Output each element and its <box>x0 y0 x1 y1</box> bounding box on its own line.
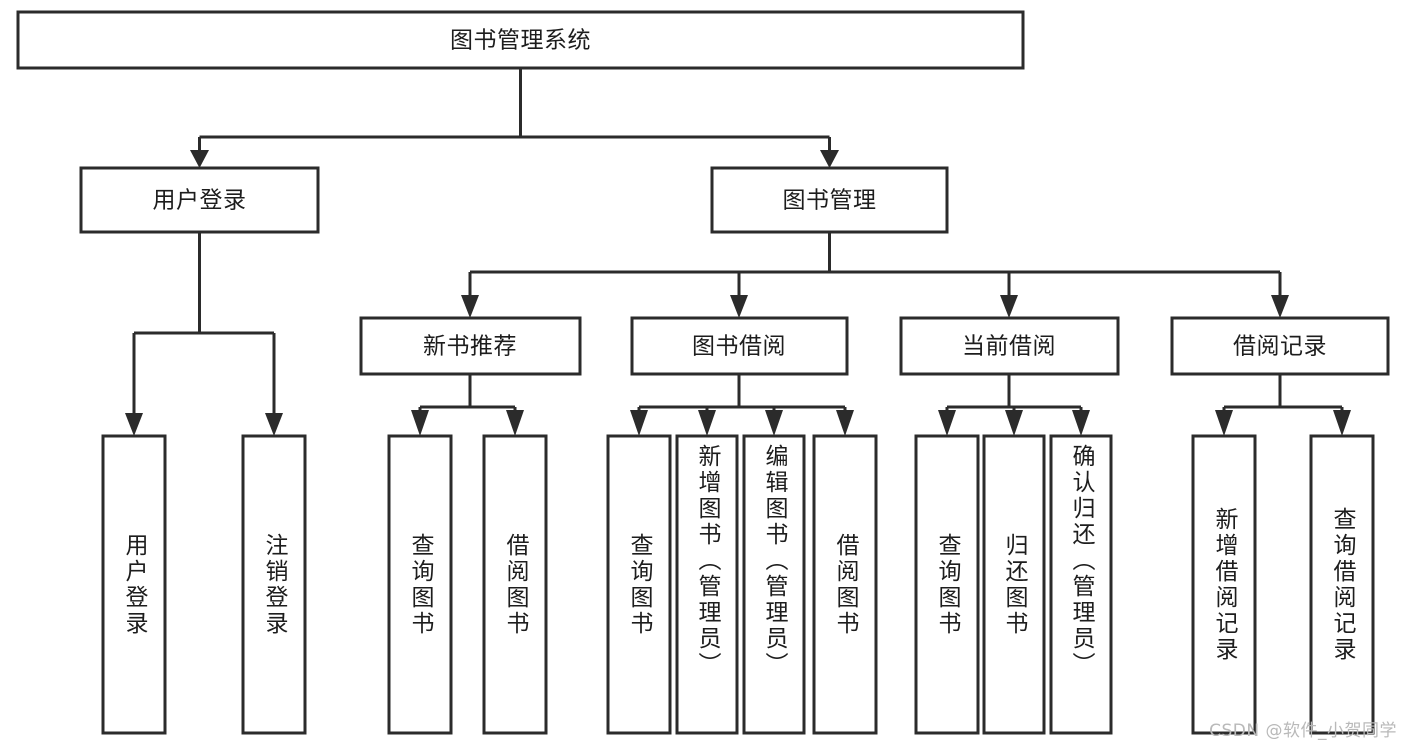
arrow-head-leaf-logout-login <box>265 413 283 436</box>
arrow-head-leaf-edit-book <box>765 410 783 436</box>
arrow-head-leaf-add-record <box>1215 410 1233 436</box>
arrow-head-leaf-query-record <box>1333 410 1351 436</box>
arrow-head-leaf-query-book-3 <box>938 410 956 436</box>
node-borrow-record-label: 借阅记录 <box>1233 334 1327 360</box>
node-leaf-confirm-return-box[interactable] <box>1049 434 1113 735</box>
arrow-head-leaf-user-login <box>125 413 143 436</box>
node-borrow-record[interactable]: 借阅记录 <box>1170 316 1390 376</box>
node-borrow-record-box[interactable] <box>1170 316 1390 376</box>
connectors <box>125 68 1351 436</box>
node-leaf-add-book-box[interactable] <box>675 434 739 735</box>
arrow-head-book-borrow <box>730 295 748 318</box>
node-leaf-user-login-box[interactable] <box>101 434 167 735</box>
node-book-borrow-box[interactable] <box>630 316 849 376</box>
arrow-head-leaf-add-book <box>698 410 716 436</box>
arrow-head-leaf-return-book <box>1005 410 1023 436</box>
arrow-head-leaf-confirm-return <box>1072 410 1090 436</box>
arrow-head-current-borrow <box>1000 295 1018 318</box>
arrow-head-borrow-record <box>1271 295 1289 318</box>
watermark: CSDN @软件_小贺同学 <box>1209 721 1397 741</box>
node-leaf-query-record-box[interactable] <box>1309 434 1375 735</box>
node-root-box[interactable] <box>16 10 1025 70</box>
node-book-management-box[interactable] <box>710 166 949 234</box>
node-book-management-label: 图书管理 <box>783 188 877 214</box>
node-user-login[interactable]: 用户登录 <box>79 166 320 234</box>
arrow-head-new-book-recommend <box>461 295 479 318</box>
node-leaf-edit-book-box[interactable] <box>742 434 806 735</box>
arrow-head-leaf-borrow-book-1 <box>506 410 524 436</box>
node-current-borrow-box[interactable] <box>899 316 1120 376</box>
node-new-book-recommend-label: 新书推荐 <box>423 334 517 360</box>
node-leaf-add-record-box[interactable] <box>1191 434 1257 735</box>
node-user-login-label: 用户登录 <box>153 188 247 214</box>
arrow-head-book-management <box>820 150 839 168</box>
node-leaf-query-book-1-box[interactable] <box>387 434 453 735</box>
arrow-head-leaf-query-book-1 <box>411 410 429 436</box>
node-new-book-recommend[interactable]: 新书推荐 <box>359 316 582 376</box>
node-leaf-return-book-box[interactable] <box>982 434 1046 735</box>
arrow-head-user-login <box>190 150 209 168</box>
node-leaf-borrow-book-1-box[interactable] <box>482 434 548 735</box>
node-book-management[interactable]: 图书管理 <box>710 166 949 234</box>
arrow-head-leaf-query-book-2 <box>630 410 648 436</box>
node-leaf-logout-login-box[interactable] <box>241 434 307 735</box>
node-root-label: 图书管理系统 <box>450 28 591 54</box>
node-leaf-borrow-book-2-box[interactable] <box>812 434 878 735</box>
node-current-borrow[interactable]: 当前借阅 <box>899 316 1120 376</box>
node-new-book-recommend-box[interactable] <box>359 316 582 376</box>
nodes: 图书管理系统 用户登录 图书管理 新书推荐 图书借阅 当前 <box>16 10 1390 735</box>
arrow-head-leaf-borrow-book-2 <box>836 410 854 436</box>
node-leaf-query-book-2-box[interactable] <box>606 434 672 735</box>
node-root[interactable]: 图书管理系统 <box>16 10 1025 70</box>
node-book-borrow[interactable]: 图书借阅 <box>630 316 849 376</box>
node-user-login-box[interactable] <box>79 166 320 234</box>
node-book-borrow-label: 图书借阅 <box>692 334 786 360</box>
node-current-borrow-label: 当前借阅 <box>962 334 1056 360</box>
node-leaf-query-book-3-box[interactable] <box>914 434 980 735</box>
